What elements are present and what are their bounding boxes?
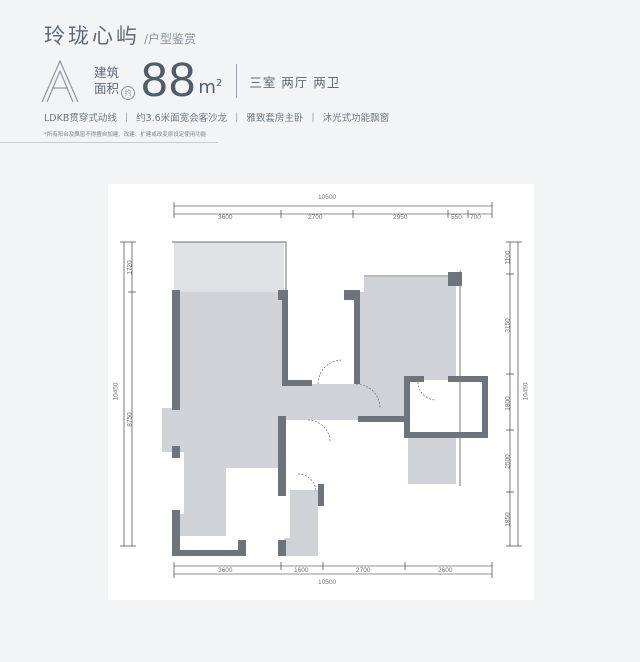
dim-bottom-segment: 2600 (438, 567, 453, 574)
dim-bottom-segment: 3600 (218, 567, 233, 574)
area-unit-sup: 2 (215, 77, 223, 89)
feature-item: 雅致套房主卧 (246, 113, 304, 124)
dim-right-segment: 3150 (504, 318, 512, 333)
dim-right-segment: 1850 (504, 512, 512, 527)
dim-left-outer: 10450 (112, 382, 120, 401)
dim-top-segment: 2950 (393, 214, 408, 221)
dim-right-outer: 10450 (522, 382, 530, 401)
bathroom-two (408, 380, 486, 434)
dim-bottom-segment: 1600 (294, 567, 309, 574)
dim-top-segment: 550 (451, 214, 462, 221)
dim-top-segment: 2700 (308, 214, 323, 221)
walls (172, 272, 488, 556)
project-title: 玲珑心屿 (44, 24, 140, 48)
area-value: 88 (141, 54, 197, 107)
dim-top-segment: 3600 (218, 214, 233, 221)
title-row: 玲珑心屿 /户型鉴赏 (44, 20, 196, 50)
area-unit: m2 (198, 77, 222, 98)
area-label-line1: 建筑 (94, 64, 120, 80)
layout-type: 三室 两厅 两卫 (249, 74, 341, 90)
unit-letter: A (38, 102, 39, 104)
floor-plan-drawing (120, 202, 522, 578)
bedroom-two (284, 292, 356, 384)
feature-item: LDKB贯穿式动线 (44, 113, 117, 124)
door-swings (297, 359, 437, 493)
feature-item: 沐光式功能飘窗 (322, 113, 390, 124)
dim-top-total: 10500 (318, 194, 337, 201)
dim-bottom-total: 10500 (318, 579, 337, 586)
project-subtitle: /户型鉴赏 (144, 32, 197, 46)
dim-top-segment: 700 (470, 214, 481, 221)
dim-bottom-segment: 2700 (356, 567, 371, 574)
bathroom-one (284, 420, 324, 490)
dimension-lines (120, 202, 522, 578)
area-label-line2: 面积 (94, 80, 120, 96)
floor-plan: 10500 3600 2700 2950 550 700 3600 1600 2… (108, 184, 534, 600)
feature-separator: | (124, 111, 129, 123)
dim-right-segment: 2500 (504, 454, 512, 469)
dim-left-segment: 1720 (126, 260, 134, 275)
dim-right-segment: 1100 (504, 250, 512, 265)
feature-separator: | (235, 111, 239, 123)
footnote: *所有阳台及飘窗不得擅自加建、改建、扩建或改变原设定使用功能 (44, 132, 207, 138)
feature-separator: | (311, 111, 315, 123)
feature-item: 约3.6米面宽会客沙龙 (136, 113, 228, 124)
hero-divider (236, 64, 238, 98)
area-label-line2-wrap: 面积约 (94, 80, 136, 100)
hero-row: A 建筑 面积约 88 m2 三室 两厅 两卫 (38, 54, 341, 107)
balcony (174, 242, 284, 292)
feature-list: LDKB贯穿式动线 | 约3.6米面宽会客沙龙 | 雅致套房主卧 | 沐光式功能… (44, 110, 390, 125)
area-approx-badge: 约 (121, 85, 136, 100)
dim-right-segment: 1800 (504, 396, 512, 411)
dim-left-segment: 8750 (126, 412, 134, 427)
divider-line (0, 142, 218, 143)
area-unit-base: m (198, 76, 216, 98)
area-label: 建筑 面积约 (94, 64, 136, 100)
unit-letter-a-icon: A (38, 59, 79, 104)
